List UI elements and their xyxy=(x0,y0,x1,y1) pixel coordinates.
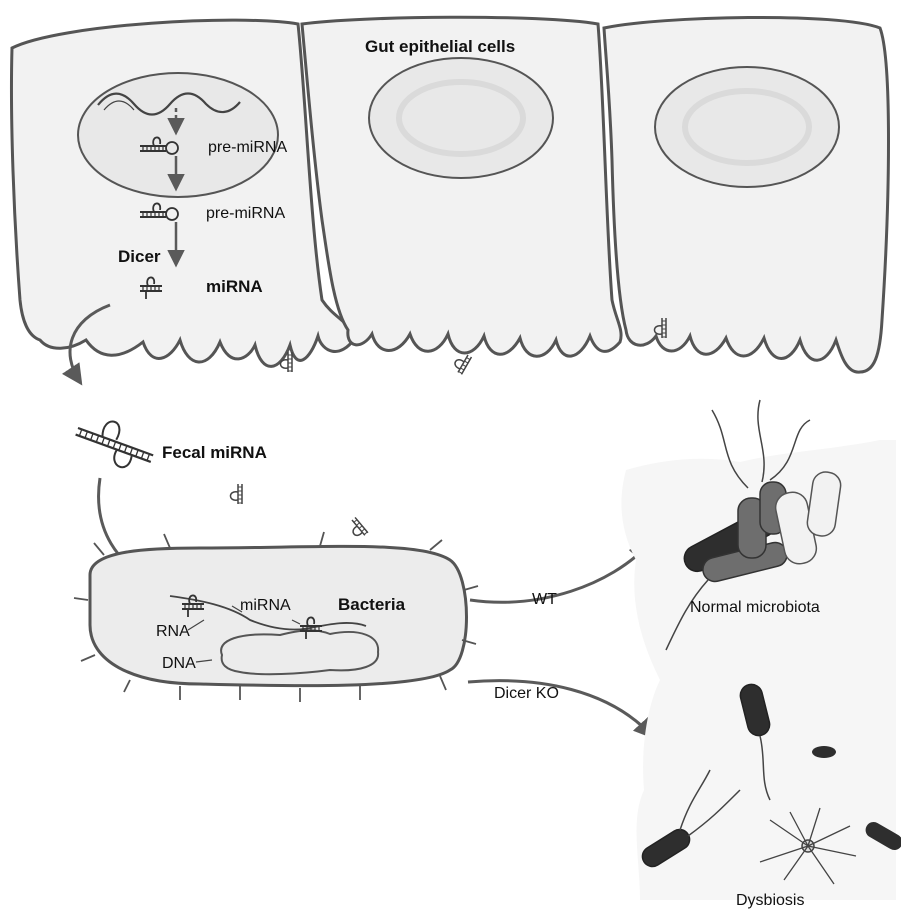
normal-microbiota-label: Normal microbiota xyxy=(690,599,820,616)
pre-mirna-label-1: pre-miRNA xyxy=(208,139,287,156)
dicer-ko-label: Dicer KO xyxy=(494,685,559,702)
fecal-mirna-icon xyxy=(70,411,159,476)
gut-epithelial-cells-label: Gut epithelial cells xyxy=(365,37,515,56)
lumen-mirna-2 xyxy=(346,517,368,540)
mirna-bacteria-label: miRNA xyxy=(240,597,291,614)
bacterium-cell xyxy=(74,532,478,702)
pre-mirna-label-2: pre-miRNA xyxy=(206,205,285,222)
bacteria-label: Bacteria xyxy=(338,595,406,614)
lumen-mirna-1 xyxy=(231,484,243,504)
rna-label: RNA xyxy=(156,623,190,640)
arrow-wt xyxy=(470,545,648,602)
mirna-cell-label: miRNA xyxy=(206,277,263,296)
dna-label: DNA xyxy=(162,655,196,672)
secreted-mirna-2 xyxy=(452,351,472,374)
fecal-mirna-label: Fecal miRNA xyxy=(162,443,267,462)
dysbiosis-label: Dysbiosis xyxy=(736,892,804,909)
dicer-label: Dicer xyxy=(118,247,161,266)
nucleus-left xyxy=(78,73,278,197)
wt-label: WT xyxy=(532,591,557,608)
